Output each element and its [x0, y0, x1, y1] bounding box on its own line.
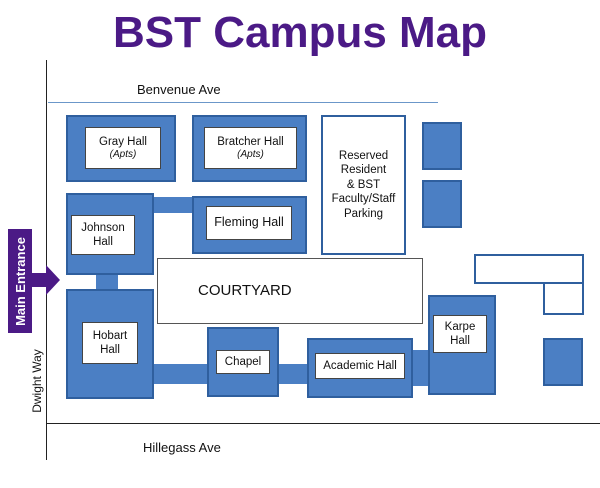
hobart-hall[interactable]: Hobart Hall [66, 289, 154, 399]
karpe-hall-label: Karpe Hall [433, 315, 487, 353]
hobart-hall-label: Hobart Hall [82, 322, 138, 364]
bratcher-hall[interactable]: Bratcher Hall (Apts) [192, 115, 307, 182]
gray-hall[interactable]: Gray Hall (Apts) [66, 115, 176, 182]
south-street-line [46, 423, 600, 424]
street-label-west: Dwight Way [30, 341, 46, 421]
connector-hobart-chapel [152, 364, 209, 384]
gray-hall-sub: (Apts) [109, 148, 137, 160]
fleming-hall[interactable]: Fleming Hall [192, 196, 307, 254]
connector-johnson-fleming [152, 197, 194, 213]
parking-line-2: Resident [340, 164, 387, 177]
karpe-hall-line-1: Karpe [444, 320, 476, 333]
connector-johnson-hobart [96, 273, 118, 291]
street-label-north: Benvenue Ave [137, 82, 221, 97]
connector-academic-karpe [410, 350, 430, 386]
fleming-hall-name: Fleming Hall [214, 215, 284, 230]
entrance-arrow-icon [32, 265, 60, 295]
johnson-hall-label: Johnson Hall [71, 215, 135, 255]
main-entrance-text: Main Entrance [12, 236, 28, 326]
hobart-hall-line-2: Hall [100, 344, 120, 356]
building-outline-2[interactable] [543, 282, 584, 315]
street-label-west-text: Dwight Way [30, 349, 44, 413]
hobart-hall-line-1: Hobart [92, 329, 128, 342]
parking-area[interactable]: Reserved Resident & BST Faculty/Staff Pa… [321, 115, 406, 255]
chapel-name: Chapel [224, 355, 262, 368]
fleming-hall-label: Fleming Hall [206, 206, 292, 240]
karpe-hall-line-2: Hall [450, 335, 470, 347]
johnson-hall-line-2: Hall [93, 236, 113, 248]
courtyard[interactable]: COURTYARD [157, 258, 423, 324]
bratcher-hall-label: Bratcher Hall (Apts) [204, 127, 297, 169]
academic-hall-label: Academic Hall [315, 353, 405, 379]
building-unlabeled-3[interactable] [543, 338, 583, 386]
page-title: BST Campus Map [112, 8, 488, 57]
karpe-hall[interactable]: Karpe Hall [428, 295, 496, 395]
west-street-line [46, 60, 47, 460]
johnson-hall[interactable]: Johnson Hall [66, 193, 154, 275]
chapel-label: Chapel [216, 350, 270, 374]
bratcher-hall-sub: (Apts) [237, 148, 264, 160]
main-entrance-label: Main Entrance [8, 229, 32, 333]
parking-line-5: Parking [344, 207, 383, 220]
street-label-south: Hillegass Ave [143, 440, 221, 455]
north-street-line [48, 102, 438, 103]
connector-chapel-academic [277, 364, 309, 384]
bratcher-hall-name: Bratcher Hall [217, 135, 284, 148]
parking-line-4: Faculty/Staff [331, 193, 396, 206]
courtyard-name: COURTYARD [198, 281, 292, 299]
building-outline-1[interactable] [474, 254, 584, 284]
johnson-hall-line-1: Johnson [81, 221, 125, 234]
building-unlabeled-2[interactable] [422, 180, 462, 228]
parking-line-1: Reserved [338, 150, 389, 163]
gray-hall-label: Gray Hall (Apts) [85, 127, 161, 169]
chapel[interactable]: Chapel [207, 327, 279, 397]
academic-hall[interactable]: Academic Hall [307, 338, 413, 398]
academic-hall-name: Academic Hall [323, 359, 397, 372]
gray-hall-name: Gray Hall [99, 135, 147, 148]
building-unlabeled-1[interactable] [422, 122, 462, 170]
parking-line-3: & BST [346, 178, 381, 191]
